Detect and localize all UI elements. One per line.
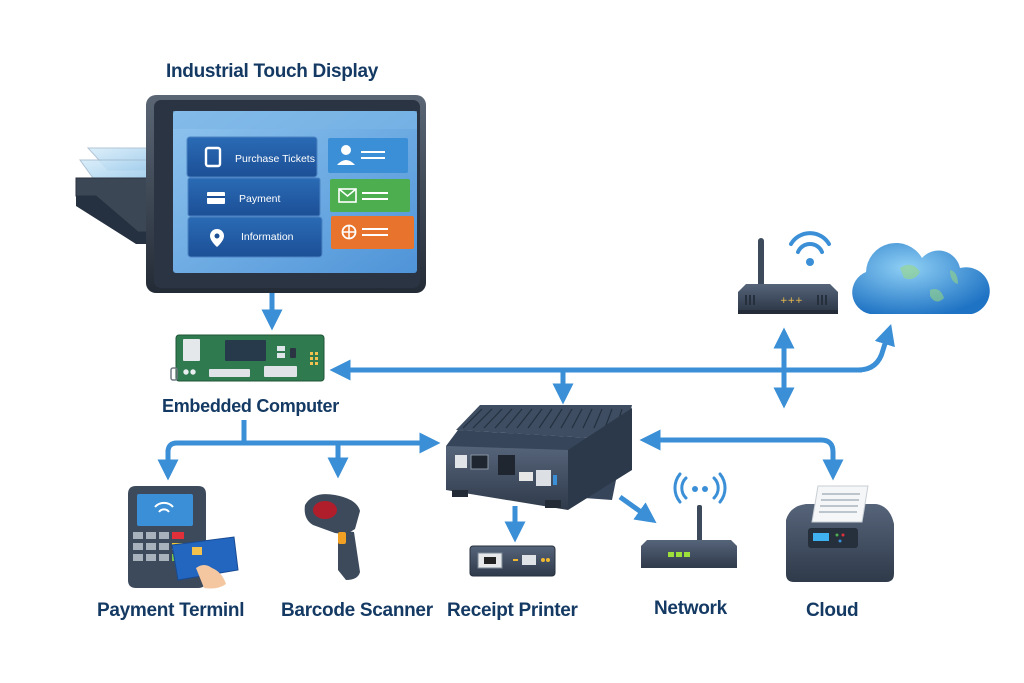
wallet-icon — [207, 192, 225, 204]
radio-waves-icon — [673, 472, 727, 504]
io-module-icon — [469, 545, 556, 577]
label-network: Network — [654, 598, 727, 619]
arrow-printer-to-mini-pc — [639, 429, 844, 481]
menu-item-information[interactable] — [187, 216, 323, 258]
wifi-signal-icon — [789, 231, 831, 254]
touch-display-icon — [75, 95, 426, 293]
tile-mail[interactable] — [330, 179, 410, 212]
embedded-branch — [165, 432, 441, 466]
tile-user[interactable] — [328, 138, 408, 173]
tile-globe[interactable] — [331, 216, 414, 249]
connections — [157, 290, 895, 543]
menu-label-information: Information — [241, 231, 294, 243]
mail-icon — [338, 188, 357, 203]
globe-icon — [341, 224, 357, 240]
payment-terminal-icon — [128, 486, 239, 589]
label-cloud: Cloud — [806, 600, 859, 621]
circuit-board-icon — [170, 334, 325, 382]
user-icon — [337, 145, 355, 165]
label-barcode-scanner: Barcode Scanner — [281, 600, 433, 621]
tablet-icon — [204, 146, 222, 168]
label-industrial-touch-display: Industrial Touch Display — [166, 61, 379, 82]
label-payment-terminal: Payment Terminl — [97, 600, 245, 621]
wifi-router-icon: +++ — [738, 231, 838, 314]
receipt-printer-icon — [786, 485, 894, 582]
arrow-bus-to-cloud — [857, 323, 895, 373]
cloud-globe-icon — [852, 242, 990, 314]
menu-item-payment[interactable] — [187, 177, 321, 217]
menu-label-purchase-tickets: Purchase Tickets — [235, 153, 315, 165]
menu-label-payment: Payment — [239, 193, 281, 205]
arrow-mini-pc-to-network — [618, 494, 657, 524]
location-pin-icon — [210, 229, 224, 247]
menu-item-purchase-tickets[interactable] — [186, 136, 318, 178]
label-receipt-printer: Receipt Printer — [447, 600, 578, 621]
barcode-scanner-icon — [304, 494, 360, 580]
svg-text:+++: +++ — [780, 296, 803, 306]
network-router-icon — [641, 472, 737, 568]
label-embedded-computer: Embedded Computer — [162, 396, 339, 416]
credit-card-icon — [171, 536, 239, 581]
mini-pc-icon — [446, 405, 632, 510]
